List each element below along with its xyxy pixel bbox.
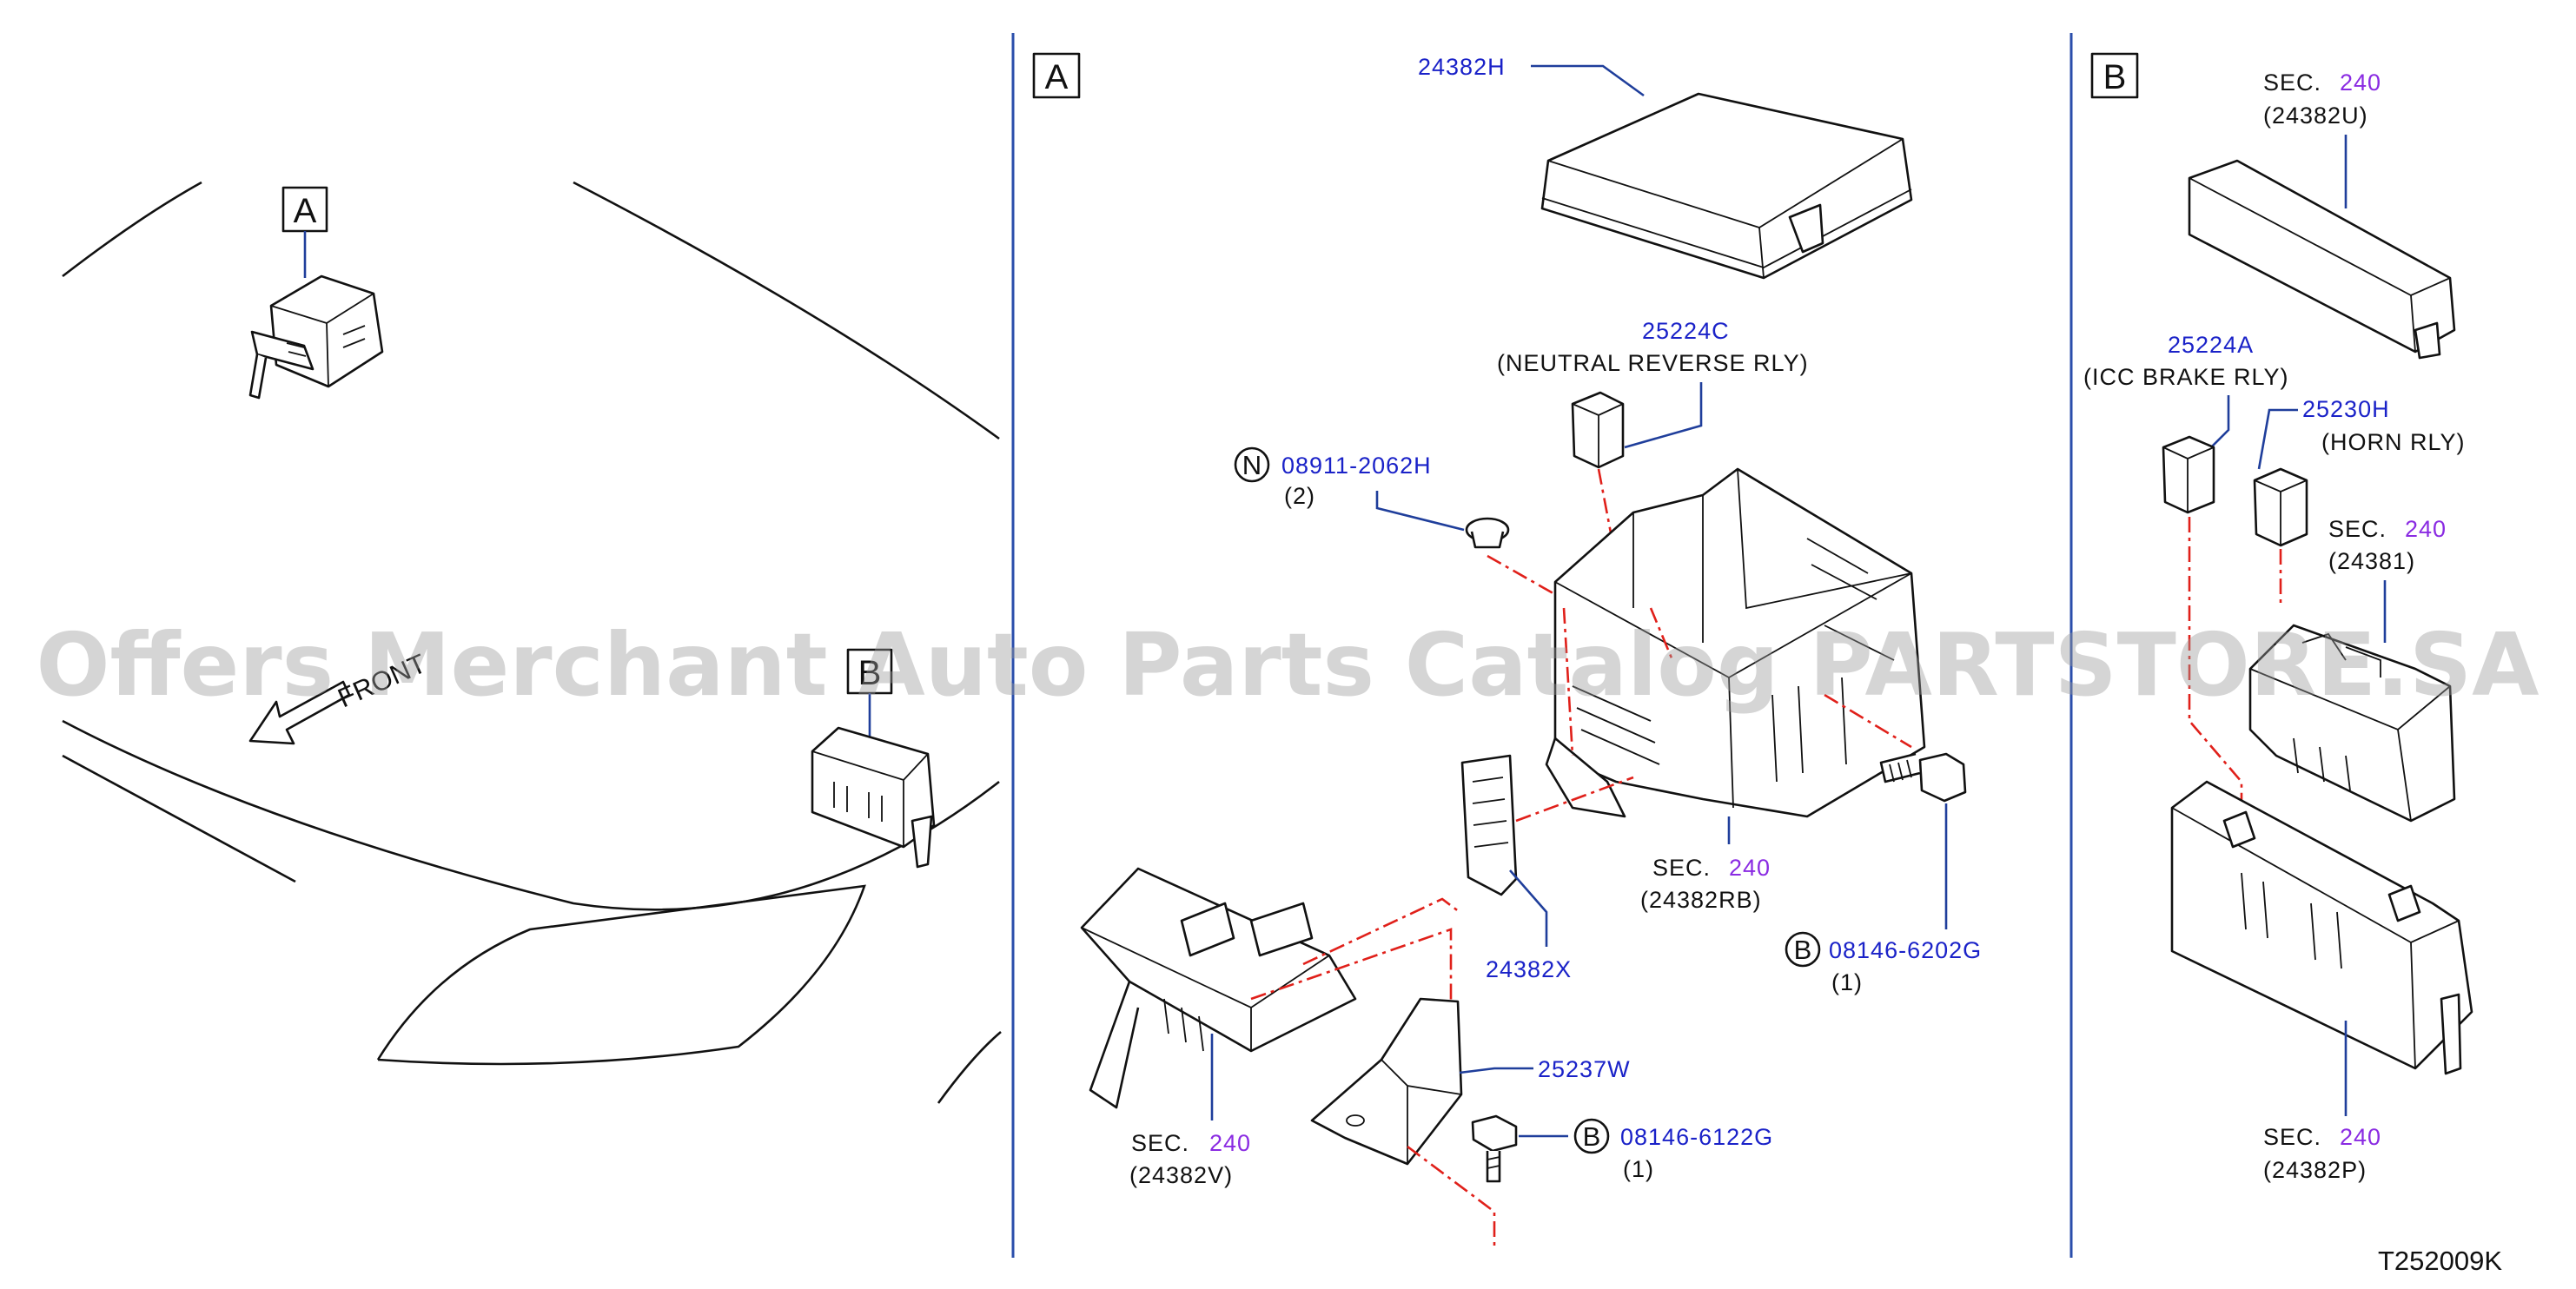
panel-b-label: B	[2103, 58, 2127, 96]
label-sec-24382v-num: 240	[1209, 1130, 1251, 1156]
label-08146-6202g: 08146-6202G	[1829, 937, 1982, 963]
cover-24382h	[1540, 92, 1913, 280]
diagram-code: T252009K	[2378, 1246, 2502, 1276]
relay-25230h-icon	[2253, 467, 2308, 547]
fuse-block-24382p-icon	[2170, 780, 2473, 1075]
dash-relay-box-2	[1649, 607, 1674, 661]
label-sec-24382rb-prefix: SEC.	[1652, 855, 1711, 881]
label-sec-24381-prefix: SEC.	[2328, 516, 2387, 542]
panel-b-label-box	[2090, 52, 2139, 99]
panel-a-label-box	[1032, 52, 1081, 99]
label-08146-6202g-qty: (1)	[1831, 969, 1863, 995]
front-arrow-icon	[248, 680, 351, 745]
label-08146-6122g-qty: (1)	[1623, 1156, 1654, 1182]
fuse-box-b-icon	[811, 726, 936, 869]
bolt-08146-6202g-icon	[1879, 752, 1967, 803]
label-08146-6122g: 08146-6122G	[1620, 1124, 1773, 1150]
label-sec-24382rb-num: 240	[1729, 855, 1771, 881]
relay-block-24381-icon	[2248, 624, 2456, 823]
label-sec-24382p-num: 240	[2340, 1124, 2381, 1150]
label-sec-24382u-num: 240	[2340, 69, 2381, 96]
bracket-24382x-icon	[1460, 754, 1518, 896]
leader-24382h	[1531, 64, 1645, 97]
callout-a-letter: A	[294, 192, 317, 230]
relay-25224c-icon	[1571, 391, 1625, 469]
fender-line-2	[62, 754, 296, 883]
panel-b: B SEC. 240 (24382U) 25224A (ICC BRAKE RL…	[2083, 52, 2473, 1183]
edge-line	[937, 1031, 1002, 1104]
label-24382h: 24382H	[1418, 54, 1506, 80]
leader-25237w	[1459, 1067, 1533, 1074]
leader-24382x	[1509, 869, 1548, 947]
label-sec-24381-num: 240	[2405, 516, 2447, 542]
label-25230h-desc: (HORN RLY)	[2321, 429, 2466, 455]
dash-25237w	[1407, 1145, 1496, 1251]
panel-a: A 24382H 25224C (NEUTRAL REVERSE RLY) N …	[1032, 52, 1982, 1251]
b-symbol-1-letter: B	[1794, 935, 1812, 965]
label-sec-24382p-prefix: SEC.	[2263, 1124, 2321, 1150]
relay-box-a-icon	[248, 274, 384, 400]
label-08911-2062h: 08911-2062H	[1281, 453, 1432, 479]
dash-relay-box-1	[1562, 607, 1574, 757]
dash-24382x	[1515, 776, 1634, 823]
leader-25224a	[2206, 395, 2230, 453]
label-sec-24381-ref: (24381)	[2328, 548, 2415, 574]
leader-08911	[1375, 491, 1465, 532]
fender-line-1	[62, 719, 1000, 911]
label-25224a: 25224A	[2168, 332, 2254, 358]
watermark: Offers Merchant Auto Parts Catalog PARTS…	[36, 614, 2539, 716]
overview-section: A FRONT B	[62, 181, 1002, 1104]
dash-relay-box-3	[1824, 693, 1912, 749]
label-08911-qty: (2)	[1284, 483, 1315, 509]
label-24382x: 24382X	[1486, 956, 1572, 982]
label-sec-24382u-ref: (24382U)	[2263, 102, 2368, 129]
label-25237w: 25237W	[1538, 1056, 1631, 1082]
label-sec-24382v-ref: (24382V)	[1129, 1162, 1233, 1188]
b-symbol-2-letter: B	[1583, 1121, 1601, 1152]
dash-24382v-2	[1250, 928, 1453, 1034]
leader-25230h	[2257, 408, 2298, 470]
label-sec-24382rb-ref: (24382RB)	[1640, 887, 1762, 913]
label-25224c: 25224C	[1642, 318, 1730, 344]
leader-25224c	[1624, 382, 1703, 449]
n-symbol-circle	[1234, 446, 1270, 483]
label-sec-24382p-ref: (24382P)	[2263, 1157, 2367, 1183]
cover-24382u-icon	[2188, 159, 2456, 360]
dash-25224c	[1597, 468, 1618, 561]
b-symbol-1-circle	[1785, 931, 1821, 968]
b-symbol-2-circle	[1573, 1118, 1610, 1154]
label-sec-24382u-prefix: SEC.	[2263, 69, 2321, 96]
label-25224c-desc: (NEUTRAL REVERSE RLY)	[1497, 350, 1809, 376]
hood-line-top	[573, 181, 1000, 440]
relay-bracket-24382rb	[1545, 467, 1926, 818]
hood-line-left	[62, 181, 202, 278]
clip-08911-icon	[1465, 517, 1510, 549]
dash-24382v-1	[1302, 897, 1460, 966]
label-sec-24382v-prefix: SEC.	[1131, 1130, 1189, 1156]
wheel-arch	[376, 884, 866, 1066]
label-25230h: 25230H	[2302, 396, 2390, 422]
relay-25224a-icon	[2162, 435, 2215, 514]
panel-a-label: A	[1045, 58, 1069, 96]
callout-b-letter: B	[858, 654, 882, 692]
bracket-24382v-icon	[1080, 867, 1357, 1109]
n-symbol-letter: N	[1242, 450, 1262, 480]
bracket-25237w-icon	[1310, 997, 1463, 1166]
label-25224a-desc: (ICC BRAKE RLY)	[2083, 364, 2289, 390]
bolt-08146-6122g-icon	[1471, 1114, 1518, 1183]
